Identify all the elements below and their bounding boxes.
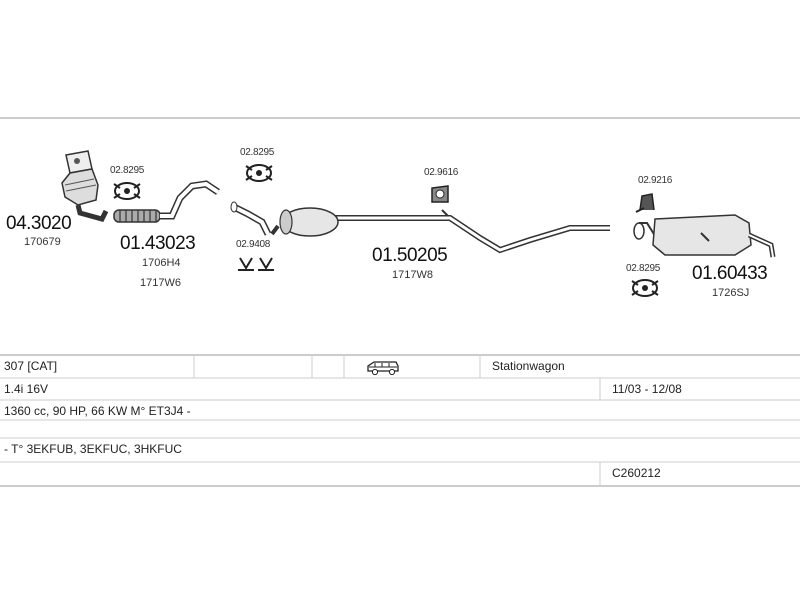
part-subcode: 1717W6 xyxy=(140,277,181,289)
part-number[interactable]: 04.3020 xyxy=(6,213,72,234)
rubber-hanger-icon[interactable] xyxy=(634,190,658,214)
years-cell: 11/03 - 12/08 xyxy=(612,382,682,396)
connecting-pipe-part[interactable] xyxy=(228,200,288,245)
body-type-cell: Stationwagon xyxy=(492,359,565,373)
middle-silencer-part[interactable] xyxy=(270,200,630,270)
part-number[interactable]: 01.43023 xyxy=(120,233,196,254)
part-subcode: 1717W8 xyxy=(392,269,433,281)
stationwagon-car-icon xyxy=(367,361,399,376)
model-cell: 307 [CAT] xyxy=(4,359,58,373)
engine-codes-cell: - T° 3EKFUB, 3EKFUC, 3HKFUC xyxy=(4,442,182,456)
part-subcode: 170679 xyxy=(24,236,61,248)
part-number[interactable]: 01.50205 xyxy=(372,245,448,266)
accessory-number[interactable]: 02.8295 xyxy=(240,147,275,158)
catalogue-code-cell: C260212 xyxy=(612,466,661,480)
clamp-icon[interactable] xyxy=(112,180,142,202)
accessory-number[interactable]: 02.8295 xyxy=(626,263,661,274)
part-subcode: 1706H4 xyxy=(142,257,181,269)
rear-silencer-part[interactable] xyxy=(625,205,785,285)
rubber-hanger-icon[interactable] xyxy=(236,254,276,274)
front-pipe-part[interactable] xyxy=(110,178,225,238)
engine-cell: 1.4i 16V xyxy=(4,382,49,396)
accessory-number[interactable]: 02.9616 xyxy=(424,167,459,178)
rubber-hanger-icon[interactable] xyxy=(428,182,452,206)
part-subcode: 1726SJ xyxy=(712,287,750,299)
part-number[interactable]: 01.60433 xyxy=(692,263,768,284)
catalytic-converter-part[interactable] xyxy=(50,145,160,235)
clamp-icon[interactable] xyxy=(244,162,274,184)
accessory-number[interactable]: 02.9216 xyxy=(638,175,673,186)
specs-cell: 1360 cc, 90 HP, 66 KW M° ET3J4 - xyxy=(4,404,191,418)
clamp-icon[interactable] xyxy=(630,277,660,299)
accessory-number[interactable]: 02.9408 xyxy=(236,239,271,250)
accessory-number[interactable]: 02.8295 xyxy=(110,165,145,176)
